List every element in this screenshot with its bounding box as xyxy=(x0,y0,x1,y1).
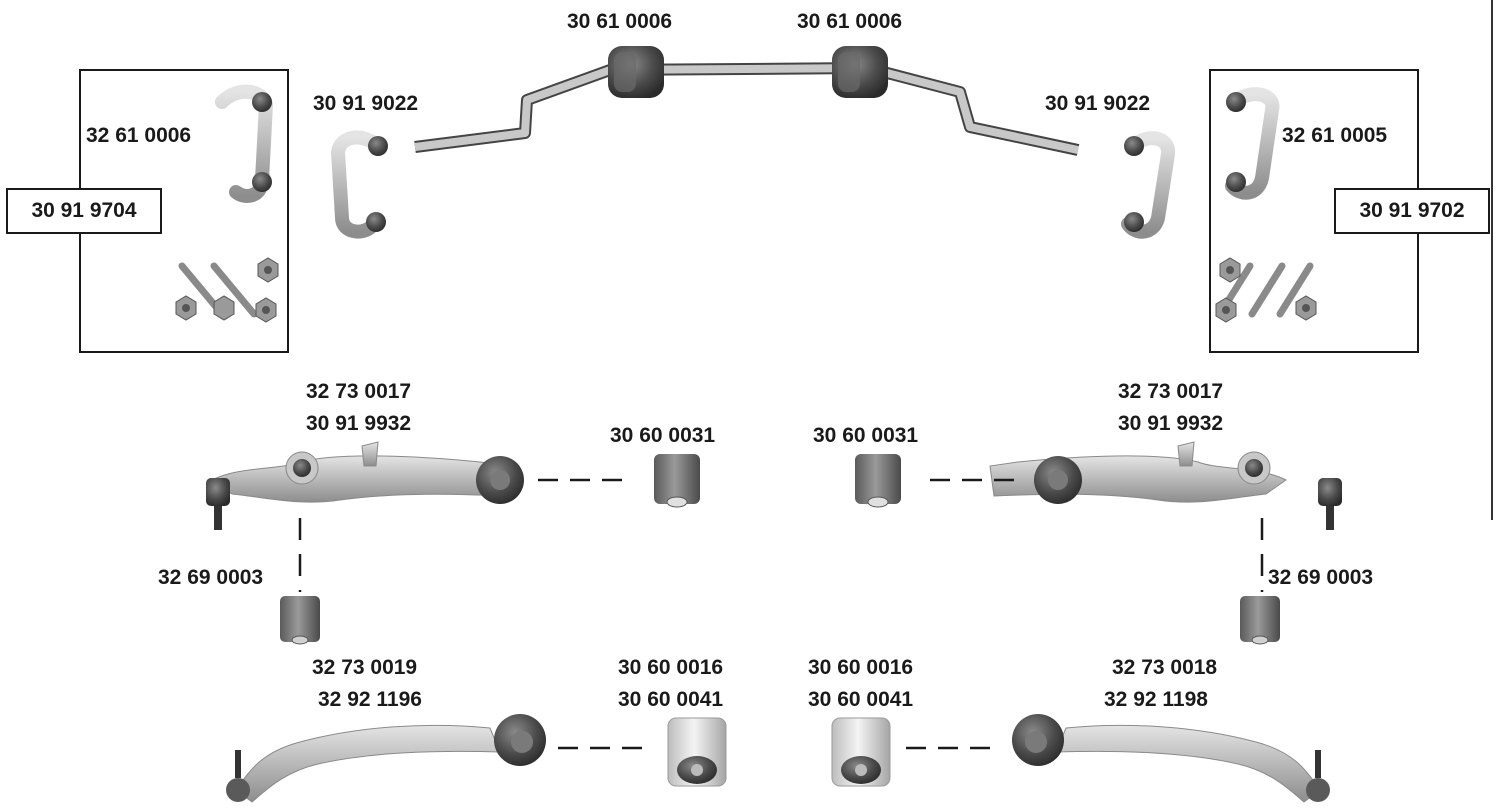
stabilizer-link-icon xyxy=(1121,131,1175,239)
label-small-bush-right: 32 69 0003 xyxy=(1268,566,1374,589)
label-link-left: 30 91 9022 xyxy=(313,92,419,115)
label-kit-right: 30 91 9702 xyxy=(1334,188,1490,234)
label-bush-right: 30 60 0031 xyxy=(813,424,919,447)
small-bushing-left xyxy=(280,596,320,645)
label-lower-bush-right-2: 30 60 0041 xyxy=(808,688,914,711)
label-kit-link-left: 32 61 0006 xyxy=(86,124,192,147)
small-bushing-right xyxy=(1240,596,1280,645)
label-kit-link-right: 32 61 0005 xyxy=(1282,124,1388,147)
label-bush-left: 30 60 0031 xyxy=(610,424,716,447)
label-lower-arm-left-1: 32 73 0019 xyxy=(312,656,418,679)
label-link-right: 30 91 9022 xyxy=(1045,92,1151,115)
bolt-set-icon xyxy=(1215,257,1317,323)
label-upper-arm-left-2: 30 91 9932 xyxy=(306,412,412,435)
label-kit-left: 30 91 9704 xyxy=(6,188,162,234)
label-lower-arm-right-2: 32 92 1198 xyxy=(1104,688,1208,711)
bushing-lower-right xyxy=(831,717,891,787)
label-upper-arm-right-2: 30 91 9932 xyxy=(1118,412,1224,435)
stabilizer-bar xyxy=(414,62,1080,156)
lower-control-arm-left xyxy=(226,714,546,803)
upper-control-arm-left xyxy=(206,441,524,530)
label-lower-bush-right-1: 30 60 0016 xyxy=(808,656,914,679)
stabilizer-mount-right xyxy=(832,46,888,98)
label-lower-arm-left-2: 32 92 1196 xyxy=(318,688,422,711)
stabilizer-link-icon xyxy=(1225,87,1280,200)
label-upper-arm-left-1: 32 73 0017 xyxy=(306,380,412,403)
bushing-lower-left xyxy=(667,717,727,787)
bushing-upper-left xyxy=(654,454,700,508)
label-lower-arm-right-1: 32 73 0018 xyxy=(1112,656,1218,679)
label-upper-arm-right-1: 32 73 0017 xyxy=(1118,380,1224,403)
stabilizer-link-icon xyxy=(330,130,388,239)
label-lower-bush-left-1: 30 60 0016 xyxy=(618,656,724,679)
label-mount-top-left: 30 61 0006 xyxy=(567,10,673,33)
label-mount-top-right: 30 61 0006 xyxy=(797,10,903,33)
lower-control-arm-right xyxy=(1012,714,1330,803)
label-small-bush-left: 32 69 0003 xyxy=(158,566,264,589)
label-lower-bush-left-2: 30 60 0041 xyxy=(618,688,724,711)
stabilizer-link-icon xyxy=(215,84,274,203)
stabilizer-mount-left xyxy=(608,46,664,98)
bolt-set-icon xyxy=(175,257,279,323)
bushing-upper-right xyxy=(855,454,901,508)
upper-control-arm-right xyxy=(989,441,1342,530)
